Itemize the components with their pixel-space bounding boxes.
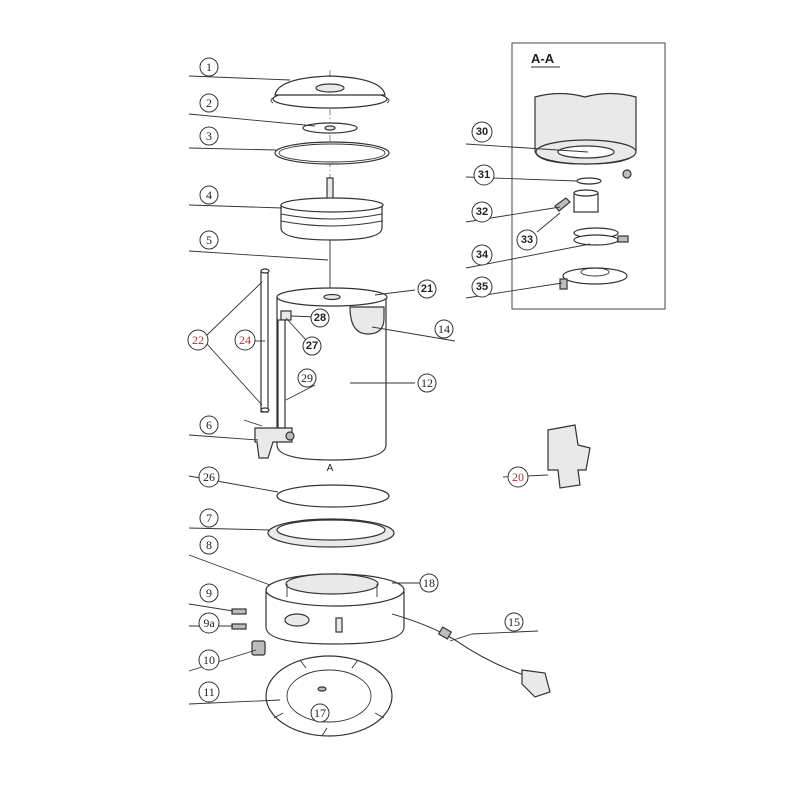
- svg-text:34: 34: [476, 249, 489, 261]
- callout-18: 18: [419, 573, 439, 593]
- callout-31: 31: [473, 164, 495, 186]
- svg-text:12: 12: [421, 376, 433, 390]
- callout-5: 5: [199, 230, 219, 250]
- svg-text:32: 32: [476, 206, 488, 218]
- callout-14: 14: [434, 319, 454, 339]
- svg-text:31: 31: [478, 169, 490, 181]
- callout-33: 33: [516, 229, 538, 251]
- callout-22: 22: [187, 329, 209, 351]
- callout-30: 30: [471, 121, 493, 143]
- svg-text:7: 7: [206, 511, 212, 525]
- section-marker-label: A: [327, 463, 334, 474]
- callout-9a: 9a: [198, 612, 220, 634]
- callout-15: 15: [504, 612, 524, 632]
- svg-text:3: 3: [206, 129, 212, 143]
- svg-text:9: 9: [206, 586, 212, 600]
- label-sticker-part: [547, 424, 591, 489]
- svg-text:9a: 9a: [203, 616, 215, 630]
- callout-17: 17: [310, 703, 330, 723]
- power-cord-part: [391, 613, 551, 698]
- callout-10: 10: [198, 649, 220, 671]
- svg-text:4: 4: [206, 188, 212, 202]
- base-ring-part: [267, 518, 395, 548]
- filter-basket-part: [280, 177, 384, 241]
- svg-text:20: 20: [512, 470, 524, 484]
- callout-1: 1: [199, 57, 219, 77]
- svg-text:26: 26: [203, 470, 215, 484]
- callout-20: 20: [507, 466, 529, 488]
- callout-21: 21: [417, 279, 437, 299]
- lid-gasket-part: [302, 122, 358, 134]
- svg-text:15: 15: [508, 615, 520, 629]
- section-detail-box: A-A: [511, 42, 666, 310]
- svg-text:6: 6: [206, 418, 212, 432]
- svg-text:14: 14: [438, 322, 450, 336]
- base-housing-part: [231, 573, 405, 656]
- svg-text:30: 30: [476, 126, 488, 138]
- callout-32: 32: [471, 201, 493, 223]
- base-gasket-part: [276, 484, 390, 508]
- svg-text:35: 35: [476, 281, 488, 293]
- callout-34: 34: [471, 244, 493, 266]
- svg-text:10: 10: [203, 653, 215, 667]
- callout-2: 2: [199, 93, 219, 113]
- svg-text:18: 18: [423, 576, 435, 590]
- lid-part: [270, 75, 390, 109]
- section-title: A-A: [531, 51, 555, 66]
- callout-28: 28: [310, 308, 330, 328]
- callout-12: 12: [417, 373, 437, 393]
- gauge-tube-part: [260, 268, 270, 413]
- callout-11: 11: [198, 681, 220, 703]
- callout-24: 24: [234, 329, 256, 351]
- callout-29: 29: [297, 368, 317, 388]
- callout-6: 6: [199, 415, 219, 435]
- svg-text:21: 21: [421, 283, 433, 295]
- callout-8: 8: [199, 535, 219, 555]
- svg-text:1: 1: [206, 60, 212, 74]
- callout-35: 35: [471, 276, 493, 298]
- svg-text:33: 33: [521, 234, 533, 246]
- svg-text:28: 28: [314, 312, 326, 324]
- svg-text:22: 22: [192, 333, 204, 347]
- callout-26: 26: [198, 466, 220, 488]
- svg-text:27: 27: [306, 340, 318, 352]
- callout-27: 27: [302, 336, 322, 356]
- svg-text:24: 24: [239, 333, 251, 347]
- svg-text:8: 8: [206, 538, 212, 552]
- callout-7: 7: [199, 508, 219, 528]
- svg-text:11: 11: [203, 685, 215, 699]
- svg-text:2: 2: [206, 96, 212, 110]
- callout-3: 3: [199, 126, 219, 146]
- svg-text:17: 17: [314, 706, 326, 720]
- svg-text:29: 29: [301, 371, 313, 385]
- bottom-plate-part: [265, 655, 393, 737]
- seal-ring-part: [274, 141, 390, 165]
- callout-9: 9: [199, 583, 219, 603]
- svg-text:5: 5: [206, 233, 212, 247]
- callout-4: 4: [199, 185, 219, 205]
